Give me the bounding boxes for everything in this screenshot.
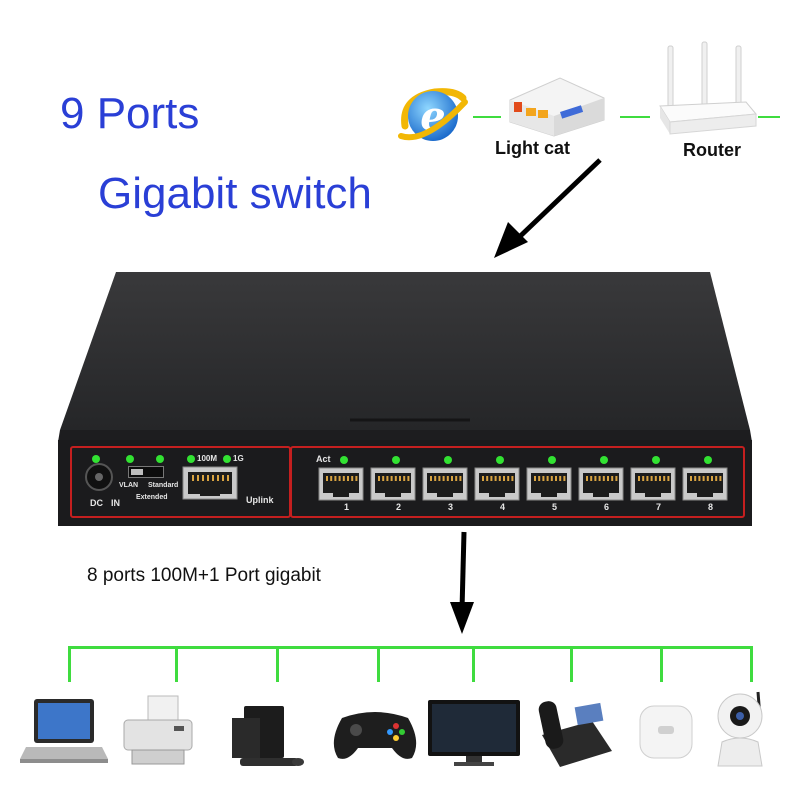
downlink-arrow-top (494, 158, 602, 258)
distribution-bus (68, 646, 752, 649)
port-6-led (600, 456, 608, 464)
drop-line-1 (68, 646, 71, 682)
dc-jack-icon (85, 463, 113, 491)
desktop-pc-icon (232, 706, 304, 766)
link-line-router-right (758, 116, 780, 118)
laptop-icon (20, 699, 108, 763)
drop-line-5 (472, 646, 475, 682)
downlink-arrow-bottom (450, 531, 474, 634)
lan-port-8[interactable] (682, 467, 728, 501)
dc-label: DC (90, 498, 103, 508)
caption: 8 ports 100M+1 Port gigabit (87, 565, 321, 586)
title-line-1: 9 Ports (60, 89, 200, 138)
uplink-label: Uplink (246, 495, 274, 505)
power-led (92, 455, 100, 463)
ip-camera-icon (717, 691, 763, 767)
printer-icon (123, 695, 193, 765)
link-line-modem-router (620, 116, 650, 118)
port-4-number: 4 (500, 502, 506, 512)
port-4-led (496, 456, 504, 464)
link-line-ie-modem (473, 116, 501, 118)
lan-port-6[interactable] (578, 467, 624, 501)
in-label: IN (111, 498, 120, 508)
drop-line-7 (660, 646, 663, 682)
port-2-led (392, 456, 400, 464)
drop-line-8 (750, 646, 753, 682)
lan-port-1[interactable] (318, 467, 364, 501)
desk-phone-icon (538, 701, 612, 767)
access-point-icon (639, 705, 693, 759)
drop-line-3 (276, 646, 279, 682)
port-8-number: 8 (708, 502, 714, 512)
router-label: Router (683, 140, 741, 160)
speed-100m-label: 100M (197, 454, 218, 463)
drop-line-4 (377, 646, 380, 682)
port-7-led (652, 456, 660, 464)
speed-1g-led (223, 455, 231, 463)
lan-port-5[interactable] (526, 467, 572, 501)
port-6-number: 6 (604, 502, 610, 512)
drop-line-6 (570, 646, 573, 682)
light-cat-modem-icon (509, 77, 605, 137)
gamepad-icon (333, 712, 417, 759)
vlan-led (126, 455, 134, 463)
port-5-number: 5 (552, 502, 558, 512)
lan-port-4[interactable] (474, 467, 520, 501)
port-7-number: 7 (656, 502, 662, 512)
internet-explorer-icon: e (398, 88, 468, 141)
router-icon (659, 41, 757, 135)
port-1-number: 1 (344, 502, 350, 512)
port-3-number: 3 (448, 502, 454, 512)
port-3-led (444, 456, 452, 464)
act-label: Act (316, 454, 331, 464)
extended-label: Extended (136, 494, 168, 501)
title-line-2: Gigabit switch (98, 169, 372, 218)
port-1-led (340, 456, 348, 464)
drop-line-2 (175, 646, 178, 682)
port-2-number: 2 (396, 502, 402, 512)
speed-100m-led (187, 455, 195, 463)
port-8-led (704, 456, 712, 464)
lan-port-7[interactable] (630, 467, 676, 501)
speed-1g-label: 1G (233, 454, 244, 463)
ports-panel-frame (290, 446, 745, 518)
lan-port-2[interactable] (370, 467, 416, 501)
uplink-rj45-port[interactable] (182, 466, 238, 500)
vlan-mode-toggle[interactable] (128, 466, 164, 478)
lan-port-3[interactable] (422, 467, 468, 501)
vlan-label: VLAN (119, 482, 139, 489)
port-5-led (548, 456, 556, 464)
standard-label: Standard (148, 482, 179, 489)
monitor-icon (428, 700, 520, 766)
mode-led (156, 455, 164, 463)
light-cat-label: Light cat (495, 138, 570, 158)
